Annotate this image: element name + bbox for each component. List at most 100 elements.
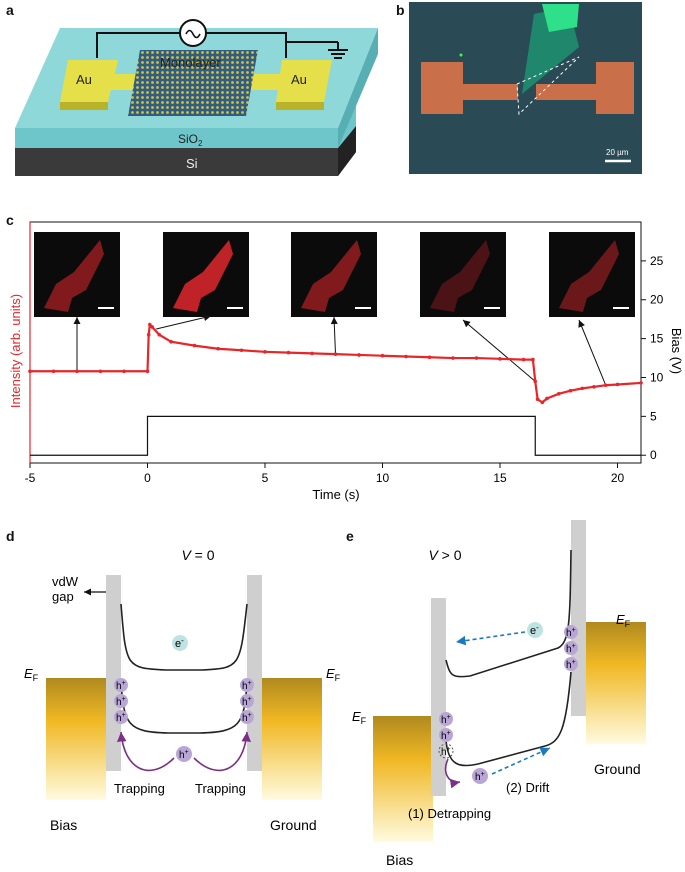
- monolayer-label: Monolayer: [160, 55, 221, 70]
- intensity-point: [75, 369, 79, 374]
- svg-text:h+: h+: [566, 643, 576, 655]
- ground-metal-e: [586, 622, 646, 744]
- x-tick-label: 20: [611, 471, 625, 485]
- intensity-point: [150, 325, 154, 329]
- x-tick-label: 10: [376, 471, 390, 485]
- free-hole-e: [472, 768, 488, 784]
- trapped-holes-left-e: h+ h+ h+: [438, 712, 454, 759]
- ef-left-e: EF: [352, 709, 367, 726]
- bias-metal-d: [46, 678, 106, 800]
- trapping-arrow-right: [193, 731, 252, 772]
- scale-bar-label: 20 µm: [606, 148, 629, 157]
- svg-text:h+: h+: [475, 771, 485, 783]
- fluorescence-inset: [549, 232, 635, 317]
- intensity-point: [533, 379, 538, 384]
- inset-arrowhead: [73, 317, 81, 324]
- ef-left-d: EF: [24, 666, 39, 683]
- au-electrode-left: [60, 60, 118, 102]
- fluorescence-inset: [420, 232, 506, 317]
- ground-metal-d: [262, 678, 322, 800]
- svg-text:e-: e-: [530, 623, 539, 637]
- intensity-point: [239, 348, 244, 353]
- vdw-gap-right: [247, 575, 262, 771]
- svg-text:e-: e-: [175, 636, 184, 650]
- x-tick-label: 5: [262, 471, 269, 485]
- intensity-point: [592, 385, 596, 389]
- conduction-band-e: [445, 549, 572, 678]
- y-axis-left-label: Intensity (arb. units): [8, 294, 23, 408]
- sio2-label: SiO2: [178, 132, 203, 148]
- y-right-tick-label: 25: [650, 254, 664, 268]
- intensity-series-line: [30, 322, 642, 404]
- svg-text:h+: h+: [441, 730, 451, 742]
- flake-fluorescence: [559, 240, 619, 312]
- intensity-point: [498, 357, 502, 361]
- intensity-point: [146, 332, 151, 337]
- si-label: Si: [186, 156, 198, 171]
- inset-arrow: [156, 315, 212, 330]
- inset-arrowhead: [463, 320, 471, 328]
- optical-micrograph: 20 µm: [409, 2, 642, 174]
- ef-right-e: EF: [616, 612, 631, 629]
- y-axis-right-label: Bias (V): [669, 328, 684, 374]
- inset-arrow: [578, 319, 607, 386]
- svg-text:h+: h+: [566, 659, 576, 671]
- trapped-holes-right-e: h+ h+ h+: [564, 625, 578, 671]
- trapped-holes-right-d: h+ h+ h+: [240, 678, 254, 724]
- x-tick-label: 0: [144, 471, 151, 485]
- svg-text:h+: h+: [441, 714, 451, 726]
- monolayer-lattice: [128, 50, 258, 116]
- intensity-point: [216, 346, 220, 351]
- intensity-point: [451, 356, 455, 360]
- panel-label-a: a: [6, 2, 14, 18]
- intensity-point: [639, 381, 643, 385]
- intensity-point: [333, 352, 338, 356]
- svg-text:h+: h+: [566, 627, 576, 639]
- micrograph-electrode-right: [596, 62, 634, 114]
- electron-e: [527, 622, 543, 638]
- flake-fluorescence: [173, 240, 233, 312]
- bias-label-e: Bias: [386, 852, 413, 868]
- inset-arrowhead: [578, 320, 585, 328]
- detrapping-label: (1) Detrapping: [408, 806, 491, 821]
- ground-label-e: Ground: [594, 761, 641, 777]
- intensity-point: [310, 351, 314, 356]
- svg-text:h+: h+: [441, 746, 451, 758]
- circuit-wire-left: [96, 32, 180, 58]
- svg-text:h+: h+: [116, 680, 126, 692]
- intensity-point: [122, 369, 126, 374]
- panel-e-title: V > 0: [428, 547, 461, 563]
- intensity-point: [98, 369, 103, 374]
- inset-arrow: [462, 319, 536, 382]
- bias-label-d: Bias: [50, 817, 77, 833]
- au-label-left: Au: [76, 72, 92, 87]
- intensity-point: [603, 383, 608, 388]
- conduction-band-d: [120, 603, 248, 671]
- intensity-point: [580, 386, 585, 391]
- electron-drift-arrow: [455, 631, 526, 646]
- intensity-point: [145, 369, 150, 374]
- intensity-point: [556, 392, 561, 396]
- svg-text:h+: h+: [116, 712, 126, 724]
- trapped-holes-left-d: h+ h+ h+: [114, 678, 128, 724]
- detrapping-arrow: [444, 758, 461, 789]
- intensity-point: [263, 350, 267, 354]
- intensity-point: [404, 354, 408, 359]
- intensity-point: [148, 322, 152, 327]
- svg-text:h+: h+: [179, 749, 189, 761]
- trapping-label-right: Trapping: [195, 781, 246, 796]
- intensity-point: [568, 388, 573, 393]
- intensity-point: [545, 396, 549, 401]
- panel-label-e: e: [346, 528, 354, 544]
- intensity-point: [531, 357, 535, 362]
- flake-fluorescence: [430, 240, 490, 312]
- intensity-point: [540, 400, 545, 405]
- y-right-tick-label: 15: [650, 332, 664, 346]
- intensity-point: [357, 353, 361, 357]
- vdw-gap-left: [106, 575, 121, 771]
- y-right-tick-label: 5: [650, 409, 657, 423]
- intensity-point: [157, 332, 162, 337]
- inset-arrowhead: [330, 317, 338, 325]
